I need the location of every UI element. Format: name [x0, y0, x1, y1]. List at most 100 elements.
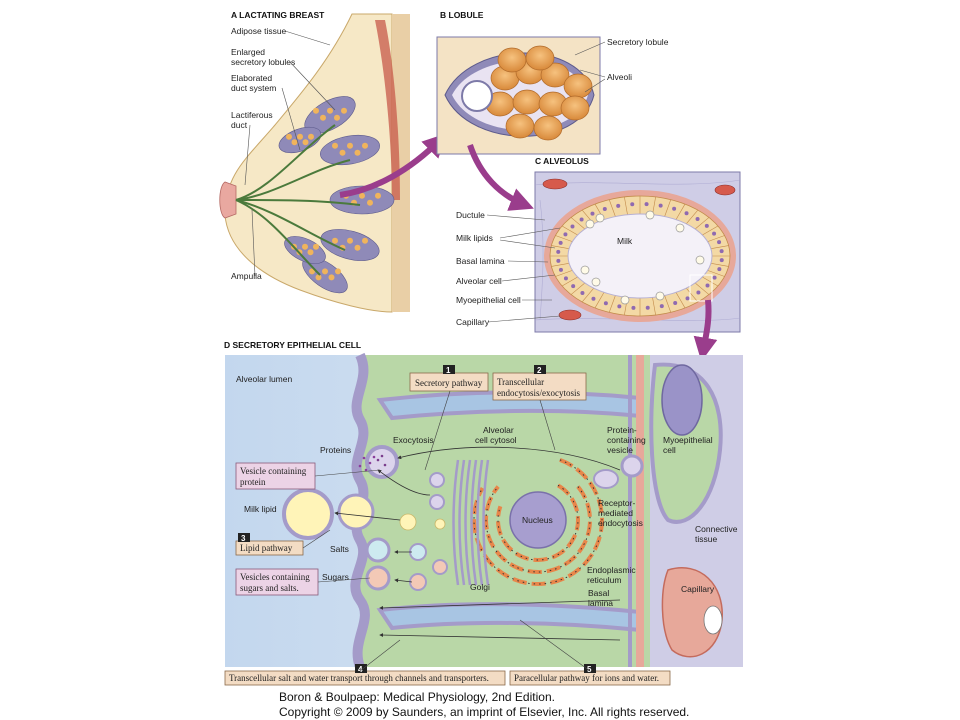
proteins-in-lumen	[358, 455, 376, 472]
alveolar-cell-border-33	[702, 225, 719, 236]
badge-3-text: 3	[241, 534, 246, 543]
badge-1-text: 1	[446, 366, 451, 375]
label-capillary-d: Capillary	[681, 584, 715, 594]
lobule-alveolus-2	[540, 62, 570, 88]
alveolar-cell-nucleus-26	[630, 202, 635, 207]
lipid-droplet-budding	[337, 493, 375, 531]
label-salts: Salts	[330, 544, 349, 554]
pectoral-muscle	[375, 20, 400, 200]
alveolar-cell-nucleus-30	[684, 211, 689, 216]
alveolar-cell-border-6	[675, 292, 686, 309]
capillary-bottom	[558, 309, 582, 321]
alveolar-cell-nucleus-23	[590, 211, 595, 216]
lipid-droplet-tiny	[434, 518, 446, 530]
alveolar-cell-nucleus-32	[704, 223, 709, 228]
exocytosis-vesicle	[365, 445, 399, 479]
badge-5-text: 5	[587, 665, 592, 674]
lobule-0-alveolus-0	[313, 107, 319, 114]
callout-vesicle-protein	[235, 462, 316, 490]
alveolar-cell-nucleus-10	[617, 304, 622, 309]
label-milk: Milk	[617, 236, 633, 246]
alveolar-cell-border-11	[608, 295, 616, 313]
lobule-alveolus-3	[563, 73, 593, 99]
lobule-0-alveolus-3	[334, 114, 340, 121]
lobule-6	[284, 236, 326, 264]
golgi-cisterna-1	[458, 459, 466, 586]
label-myoepithelial-2: cell	[663, 445, 676, 455]
golgi-cisterna-2	[464, 459, 472, 586]
alveolar-cell-border-2	[707, 270, 725, 277]
callout-vesicle-sugars-line2: sugars and salts.	[240, 583, 299, 593]
lobule-1-alveolus-0	[332, 142, 338, 149]
callout-salt-water-text: Transcellular salt and water transport t…	[229, 673, 489, 683]
arrow-a-to-b	[339, 133, 447, 198]
alveolar-cell-border-12	[594, 292, 605, 309]
lobule-alveoli	[485, 45, 593, 141]
lobule-1	[320, 134, 380, 166]
milk-lipid-5	[675, 223, 685, 233]
protein-vesicle-golgi	[429, 472, 445, 488]
alveolar-cell-nucleus-16	[558, 267, 563, 272]
milk-lipid-3	[591, 277, 601, 287]
golgi-cisterna-0	[452, 459, 460, 586]
milk-lipid-droplets	[580, 210, 705, 305]
lobule-1-alveolus-4	[362, 142, 368, 149]
protein-containing-vesicle	[593, 469, 619, 489]
alveolar-cell-border-28	[652, 196, 656, 215]
alveolar-cell-nucleus-20	[563, 232, 568, 237]
label-protein-vesicle-1: Protein-	[607, 425, 637, 435]
alveolar-cell-border-3	[702, 276, 719, 287]
er-ring-2	[472, 457, 604, 586]
badge-4-text: 4	[358, 665, 363, 674]
badge-3	[238, 533, 250, 542]
alveolar-cell-nucleus-9	[631, 305, 636, 310]
alveolar-cell-border-25	[608, 199, 616, 217]
badge-2-text: 2	[537, 366, 542, 375]
lobule-2-alveolus-2	[359, 192, 365, 199]
label-elaborated-2: duct system	[231, 83, 276, 93]
lobule-alveolus-10	[497, 47, 527, 73]
myoepithelial-nucleus	[661, 364, 703, 436]
callout-vesicle-protein-line2: protein	[240, 477, 266, 487]
lobule-5-alveolus-1	[291, 139, 298, 146]
label-receptor-3: endocytosis	[598, 518, 643, 528]
alveolar-cell-nucleus-25	[616, 203, 621, 208]
lobule-5-alveolus-0	[286, 133, 292, 140]
lobule-2-alveolus-4	[375, 192, 381, 199]
lobule-4-alveolus-4	[335, 268, 341, 275]
milk-lumen	[567, 213, 713, 299]
label-proteins: Proteins	[320, 445, 351, 455]
label-protein-vesicle-2: containing	[607, 435, 646, 445]
callout-vesicle-sugars-line1: Vesicles containing	[240, 572, 310, 582]
alveolar-cell-nucleus-0	[719, 258, 724, 263]
sugar-vesicle-inner	[409, 573, 427, 591]
alveolar-cell-nucleus-12	[591, 296, 596, 301]
badge-4	[355, 664, 367, 673]
alveolar-cell-border-35	[710, 245, 729, 250]
lobule-4-alveolus-2	[322, 268, 328, 275]
callout-vesicle-protein-line1: Vesicle containing	[240, 466, 307, 476]
callouts: 1 Secretory pathway 2 Transcellular endo…	[224, 365, 671, 686]
alveolar-cell-border-7	[664, 295, 672, 313]
badge-2	[534, 365, 546, 374]
alveolar-cell-nucleus-21	[570, 224, 575, 229]
label-elaborated-1: Elaborated	[231, 73, 272, 83]
lobule-2-alveolus-3	[367, 199, 373, 206]
ductule-opening	[461, 80, 493, 112]
lobule-6-alveolus-3	[307, 249, 314, 256]
salts-vesicle	[365, 537, 391, 563]
lobule-0-alveolus-4	[341, 107, 347, 114]
nucleus	[509, 491, 567, 549]
milk-lipid-7	[655, 291, 665, 301]
lobule-alveolus-5	[512, 89, 542, 115]
alveolar-cell-nucleus-17	[556, 258, 561, 263]
alveolar-cell-nucleus-27	[644, 202, 649, 207]
alveolar-cell-border-1	[710, 262, 729, 267]
alveolar-cell-nucleus-4	[696, 290, 701, 295]
milk-lipid-2	[580, 265, 590, 275]
capillary-right	[714, 184, 736, 196]
label-basal-lamina: Basal lamina	[456, 256, 505, 266]
alveolar-cell-nucleus-33	[712, 231, 717, 236]
endoplasmic-reticulum	[472, 457, 604, 586]
label-alveolar-lumen: Alveolar lumen	[236, 374, 292, 384]
